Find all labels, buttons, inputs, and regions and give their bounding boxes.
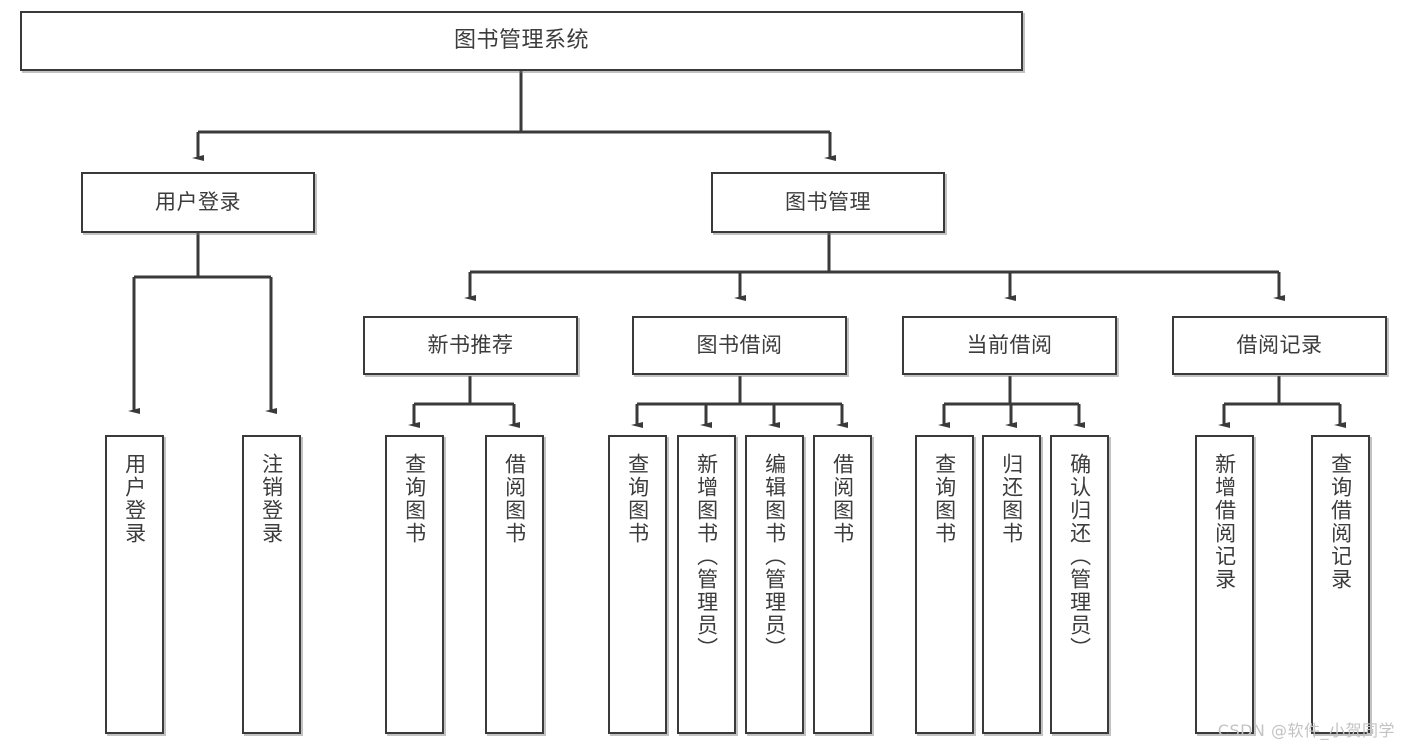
- node-label: 查询图书: [625, 453, 650, 545]
- node-label: 当前借阅: [966, 332, 1053, 357]
- node-label: 借阅图书: [502, 453, 527, 545]
- leaf-logout[interactable]: 注销登录: [242, 435, 301, 734]
- node-label: 归还图书: [999, 453, 1024, 545]
- node-borrow-record[interactable]: 借阅记录: [1172, 316, 1387, 375]
- node-label: 图书管理: [785, 189, 871, 214]
- leaf-borrow-book-recommend[interactable]: 借阅图书: [485, 435, 544, 734]
- leaf-user-login[interactable]: 用户登录: [105, 435, 164, 734]
- leaf-borrow-book[interactable]: 借阅图书: [813, 435, 872, 734]
- node-label: 用户登录: [122, 453, 147, 545]
- leaf-add-borrow-record[interactable]: 新增借阅记录: [1195, 435, 1254, 734]
- node-label: 用户登录: [155, 189, 241, 214]
- leaf-confirm-return-admin[interactable]: 确认归还（管理员）: [1050, 435, 1109, 734]
- node-label: 新增图书（管理员）: [694, 453, 719, 660]
- node-label: 借阅记录: [1236, 332, 1323, 357]
- node-new-book-recommend[interactable]: 新书推荐: [363, 316, 578, 375]
- node-label: 查询图书: [402, 453, 427, 545]
- node-label: 新增借阅记录: [1212, 453, 1237, 591]
- leaf-query-borrow-record[interactable]: 查询借阅记录: [1311, 435, 1370, 734]
- node-user-login[interactable]: 用户登录: [81, 172, 315, 233]
- leaf-query-book-current[interactable]: 查询图书: [915, 435, 974, 734]
- node-label: 图书管理系统: [453, 27, 589, 53]
- leaf-add-book-admin[interactable]: 新增图书（管理员）: [677, 435, 736, 734]
- node-root-system[interactable]: 图书管理系统: [20, 11, 1023, 71]
- leaf-edit-book-admin[interactable]: 编辑图书（管理员）: [745, 435, 804, 734]
- node-book-borrow[interactable]: 图书借阅: [632, 316, 847, 375]
- node-label: 查询借阅记录: [1328, 453, 1353, 591]
- leaf-query-book-borrow[interactable]: 查询图书: [608, 435, 667, 734]
- node-label: 图书借阅: [696, 332, 783, 357]
- leaf-query-book-recommend[interactable]: 查询图书: [385, 435, 444, 734]
- leaf-return-book[interactable]: 归还图书: [982, 435, 1041, 734]
- node-label: 查询图书: [932, 453, 957, 545]
- node-current-borrow[interactable]: 当前借阅: [902, 316, 1117, 375]
- node-label: 确认归还（管理员）: [1067, 453, 1092, 660]
- watermark: CSDN @软件_小贺同学: [1217, 721, 1395, 740]
- node-label: 借阅图书: [830, 453, 855, 545]
- node-label: 新书推荐: [427, 332, 514, 357]
- node-book-management[interactable]: 图书管理: [711, 172, 945, 233]
- node-label: 编辑图书（管理员）: [762, 453, 787, 660]
- node-label: 注销登录: [259, 453, 284, 545]
